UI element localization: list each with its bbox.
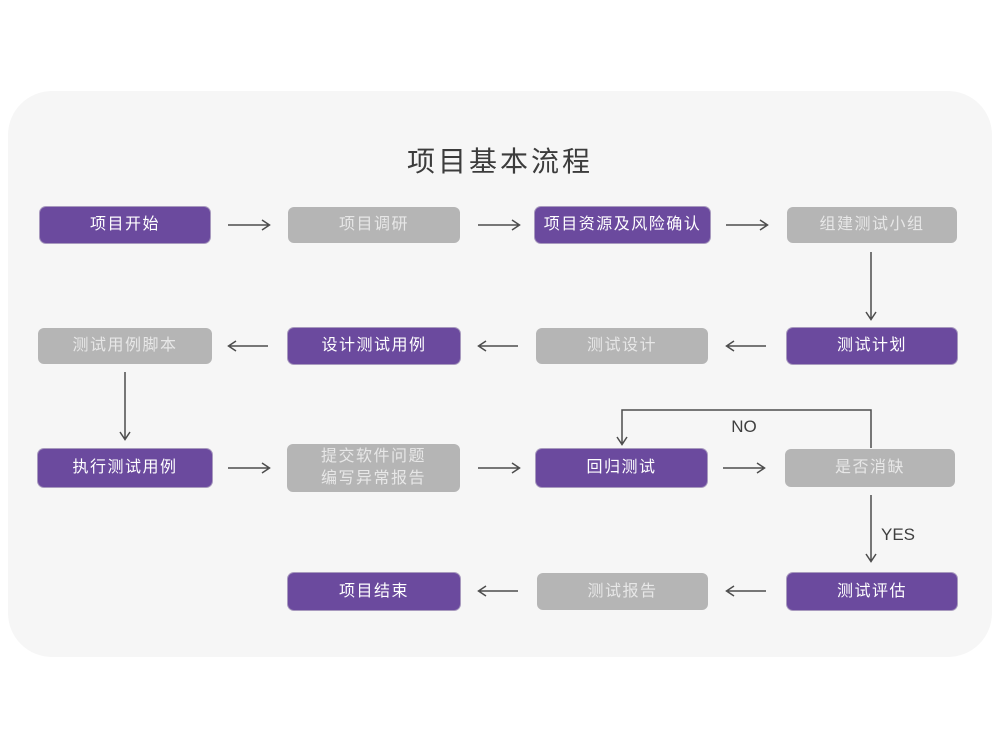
node-project-end: 项目结束 [288, 573, 460, 610]
node-label: 项目调研 [338, 216, 409, 234]
node-label: 是否消缺 [834, 459, 905, 477]
flowchart-card [8, 91, 992, 657]
node-resource-risk-confirm: 项目资源及风险确认 [535, 207, 710, 243]
node-build-test-team: 组建测试小组 [787, 207, 957, 243]
node-test-case-script: 测试用例脚本 [38, 328, 212, 364]
node-project-start: 项目开始 [40, 207, 210, 243]
node-label: 组建测试小组 [819, 216, 925, 234]
node-label: 项目开始 [89, 216, 160, 234]
node-label: 测试计划 [836, 337, 907, 355]
node-label: 项目结束 [338, 582, 409, 600]
node-label: 项目资源及风险确认 [543, 216, 702, 234]
node-label-line2: 编写异常报告 [320, 470, 426, 487]
node-execute-test-case: 执行测试用例 [38, 449, 212, 487]
node-label: 测试用例脚本 [72, 337, 178, 355]
node-defect-cleared: 是否消缺 [785, 449, 955, 487]
node-test-evaluate: 测试评估 [787, 573, 957, 610]
node-label: 设计测试用例 [321, 337, 427, 355]
node-label-line1: 提交软件问题 [320, 448, 426, 466]
node-label: 测试设计 [586, 337, 657, 355]
page-title: 项目基本流程 [406, 146, 593, 177]
node-label: 回归测试 [586, 459, 657, 477]
node-test-design: 测试设计 [536, 328, 708, 364]
node-label: 执行测试用例 [72, 459, 178, 477]
node-design-test-case: 设计测试用例 [288, 328, 460, 364]
node-submit-issue-report: 提交软件问题 编写异常报告 [287, 444, 460, 492]
node-label: 测试评估 [836, 582, 907, 600]
node-project-research: 项目调研 [288, 207, 460, 243]
node-label: 测试报告 [587, 582, 658, 600]
node-regression-test: 回归测试 [536, 449, 707, 487]
node-test-report: 测试报告 [537, 573, 708, 610]
node-test-plan: 测试计划 [787, 328, 957, 364]
